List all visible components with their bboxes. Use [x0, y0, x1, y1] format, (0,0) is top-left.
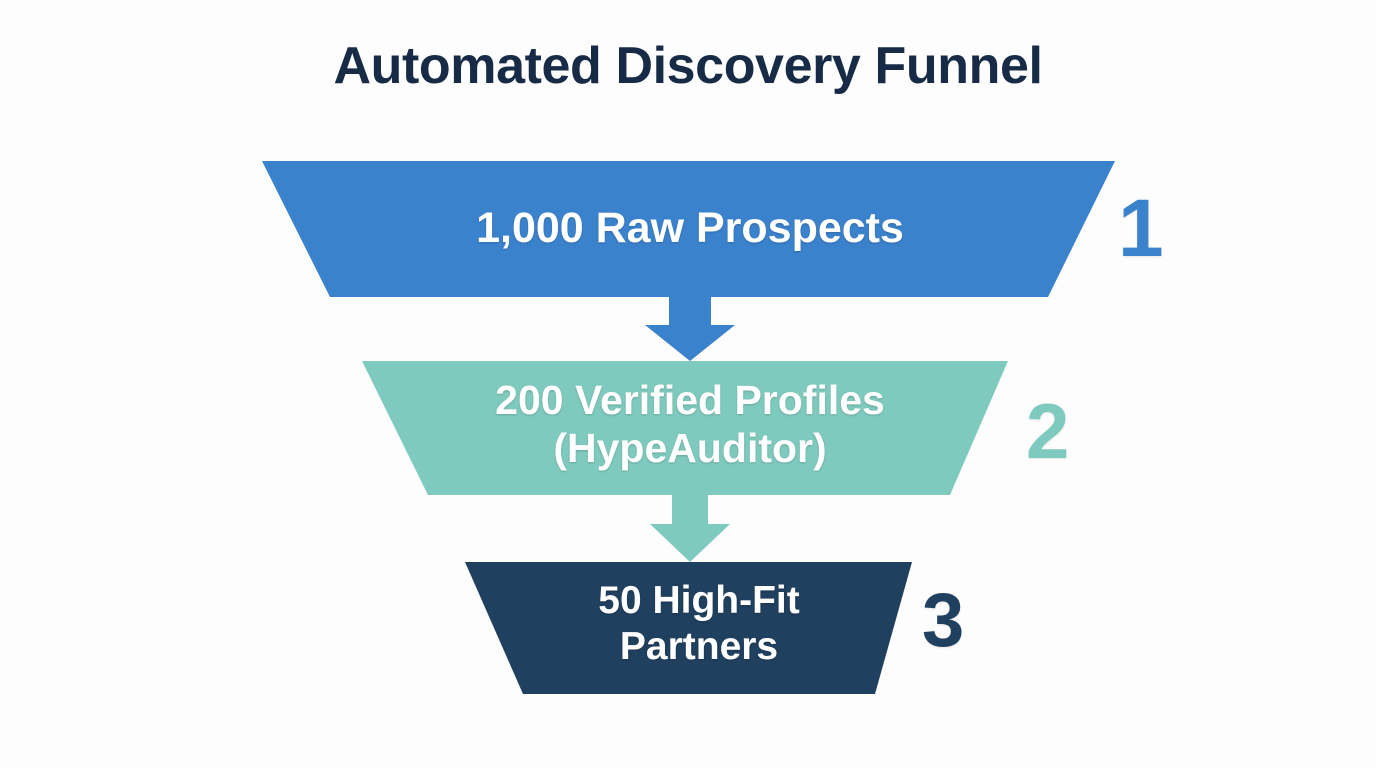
connector-arrow-1-icon [645, 297, 735, 361]
funnel-stage-3-shape[interactable] [465, 562, 912, 694]
funnel-stage-2-shape[interactable] [362, 361, 1008, 495]
funnel-stage-3-label: 50 High-Fit Partners [598, 579, 800, 669]
funnel-stage-1-shape[interactable] [262, 161, 1115, 297]
connector-arrow-2-icon [650, 495, 730, 562]
funnel-stage-2-label: 200 Verified Profiles (HypeAuditor) [495, 377, 885, 472]
funnel-stage-1-number: 1 [1118, 183, 1164, 274]
funnel-stage-3-number: 3 [922, 578, 965, 663]
funnel-stage-1-label: 1,000 Raw Prospects [476, 204, 904, 252]
funnel-stage-2-number: 2 [1026, 387, 1070, 475]
page-title: Automated Discovery Funnel [333, 37, 1043, 95]
